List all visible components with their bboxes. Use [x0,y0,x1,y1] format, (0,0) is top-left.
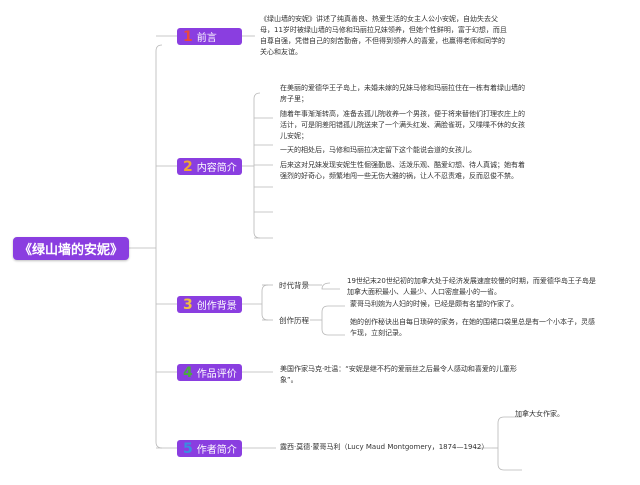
branch-label: 前言 [196,33,217,44]
summary-item: 一天的相处后，马修和玛丽拉决定留下这个能说会道的女孩儿。 [280,146,476,154]
branch-background[interactable]: 3 创作背景 [177,296,242,313]
branch-number: 3 [183,296,193,313]
branch-number: 2 [183,158,193,175]
author-detail: 加拿大女作家。 [515,410,564,418]
evaluation-text: 美国作家马克·吐温：“安妮是继不朽的爱丽丝之后最令人感动和喜爱的儿童形 象”。 [280,365,517,384]
branch-label: 创作背景 [196,301,237,312]
branch-label: 作者简介 [196,445,237,456]
author-name: 露西·莫德·蒙哥马利（Lucy Maud Montgomery，1874—194… [280,443,489,451]
branch-evaluation[interactable]: 4 作品评价 [177,364,242,381]
summary-item: 后来这对兄妹发现安妮生性倔强勤恳、活泼乐观、酷爱幻想、待人真诚；她有着 强烈的好… [280,161,525,180]
era-label: 时代背景 [279,281,309,290]
root-node[interactable]: 《绿山墙的安妮》 [13,237,129,260]
branch-label: 作品评价 [196,369,237,380]
process-item: 蒙哥马利婉为人妇的时候，已经是颇有名望的作家了。 [350,300,518,308]
branch-label: 内容简介 [196,163,237,174]
preface-text: 《绿山墙的安妮》讲述了纯真善良、热爱生活的女主人公小安妮，自幼失去父 母，11岁… [260,15,507,56]
branch-summary[interactable]: 2 内容简介 [177,158,242,175]
root-title: 《绿山墙的安妮》 [18,243,123,258]
branch-number: 5 [183,440,193,457]
summary-item: 在美丽的爱德华王子岛上，未婚未嫁的兄妹马修和玛丽拉住在一栋有着绿山墙的 房子里； [280,84,525,103]
branch-number: 4 [183,364,193,381]
branch-preface[interactable]: 1 前言 [177,28,242,45]
branch-author[interactable]: 5 作者简介 [177,440,242,457]
branch-number: 1 [183,28,193,45]
era-text: 19世纪末20世纪初的加拿大处于经济发展速度较慢的时期，而爱德华岛王子岛是 加拿… [347,277,596,296]
summary-item: 随着年事渐渐转高，准备去孤儿院收养一个男孩，便于将来替他们打理农庄上的 活计，可… [280,110,525,140]
process-label: 创作历程 [279,316,309,325]
process-item: 她的创作秘诀出自每日琐碎的家务，在她的围裙口袋里总是有一个小本子，灵感 乍现，立… [350,318,595,337]
